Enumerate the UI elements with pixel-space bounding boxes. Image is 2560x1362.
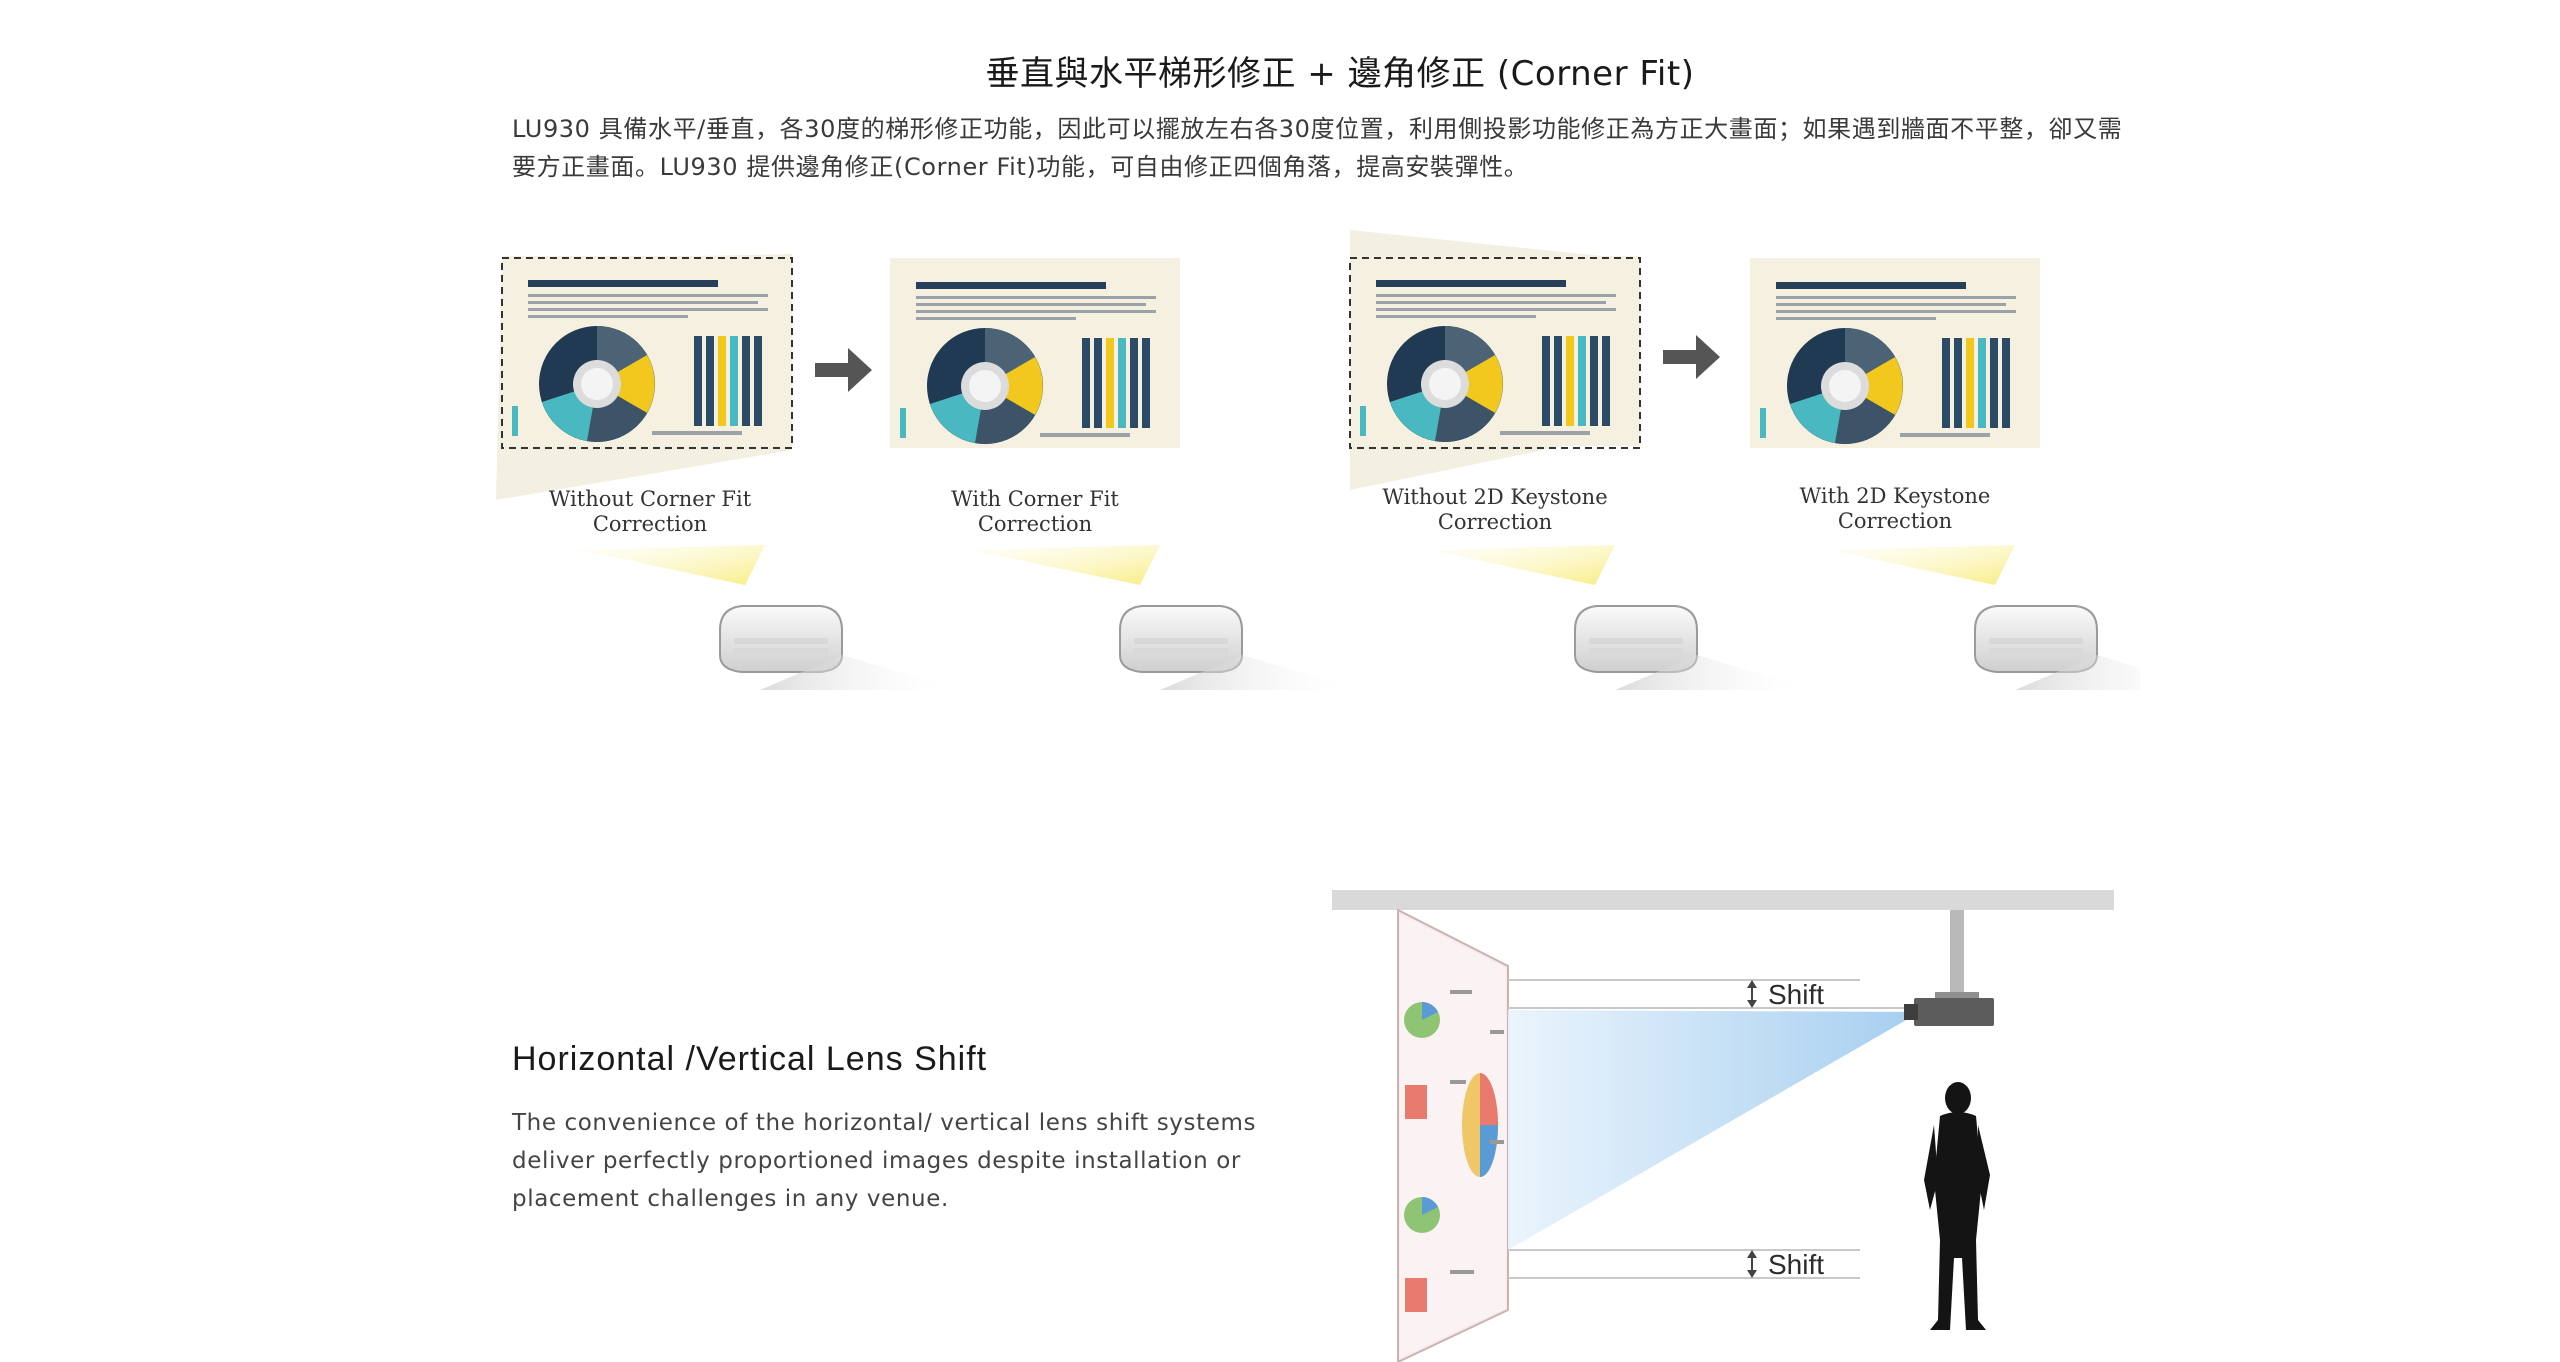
arrow-right-icon (815, 348, 872, 392)
caption-line1: With Corner Fit (951, 487, 1119, 511)
shift-label-top: Shift (1768, 979, 1824, 1010)
lens-shift-title: Horizontal /Vertical Lens Shift (512, 1040, 988, 1078)
projector-icon (719, 605, 961, 691)
panel-with-2d-keystone: With 2D Keystone Correction (1750, 258, 2140, 691)
keystone-comparison-diagram: Without Corner Fit Correction With Corne… (496, 230, 2140, 691)
shift-label-bottom: Shift (1768, 1249, 1824, 1280)
caption-line1: With 2D Keystone (1800, 484, 1991, 508)
caption-line2: Correction (1438, 510, 1552, 534)
caption-line2: Correction (978, 512, 1092, 536)
keystone-section-title: 垂直與水平梯形修正 + 邊角修正 (Corner Fit) (985, 54, 1695, 94)
shift-arrow-icon (1747, 980, 1757, 1008)
person-silhouette-icon (1924, 1082, 1990, 1330)
panel-with-corner-fit: With Corner Fit Correction (890, 258, 1361, 691)
caption-line2: Correction (1838, 509, 1952, 533)
arrow-right-icon (1663, 335, 1720, 379)
caption-line1: Without Corner Fit (549, 487, 752, 511)
projector-icon (1904, 910, 1994, 1026)
caption-line1: Without 2D Keystone (1382, 485, 1607, 509)
shift-arrow-icon (1747, 1250, 1757, 1278)
projector-icon (1119, 605, 1361, 691)
caption-line2: Correction (593, 512, 707, 536)
ceiling (1332, 890, 2114, 910)
panel-without-corner-fit: Without Corner Fit Correction (496, 254, 961, 691)
keystone-intro-text: LU930 具備水平/垂直，各30度的梯形修正功能，因此可以擺放左右各30度位置… (512, 115, 2123, 181)
lens-shift-description: The convenience of the horizontal/ verti… (512, 1110, 1257, 1212)
lens-shift-diagram: Shift Shift (1332, 890, 2114, 1362)
projector-icon (1974, 605, 2140, 691)
panel-without-2d-keystone: Without 2D Keystone Correction (1349, 230, 1816, 691)
projector-icon (1574, 605, 1816, 691)
